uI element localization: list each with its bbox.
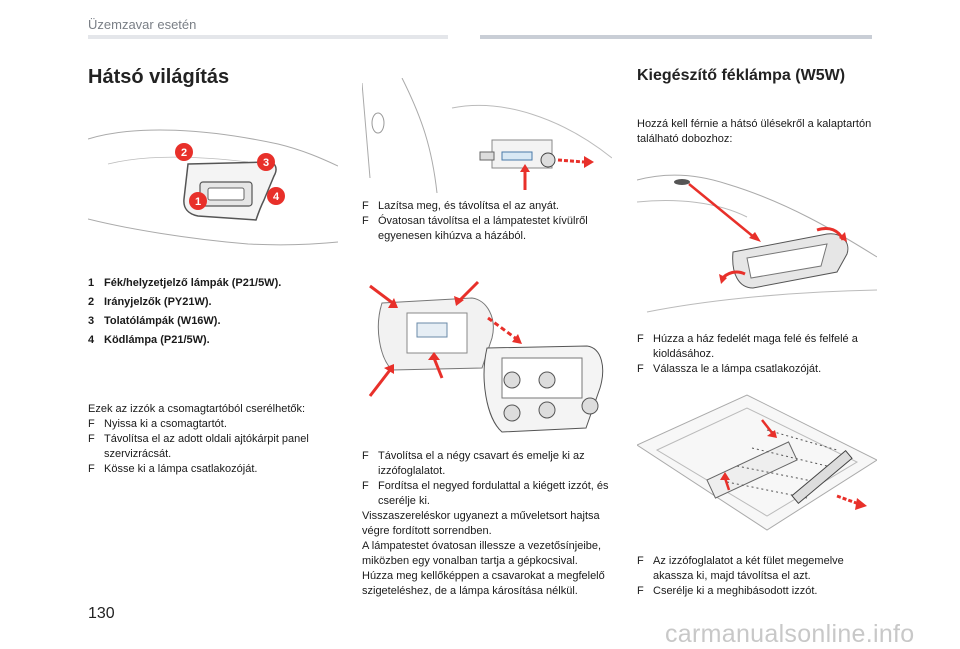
bullet-icon: F bbox=[637, 585, 644, 597]
header-bar-accent bbox=[480, 35, 872, 39]
right-intro: Hozzá kell férnie a hátsó ülésekről a ka… bbox=[637, 118, 872, 145]
bullet-icon: F bbox=[362, 215, 369, 227]
bullet-icon: F bbox=[362, 450, 369, 462]
callout-2 bbox=[175, 143, 193, 161]
lamp-body-illustration bbox=[362, 278, 614, 438]
bullet-icon: F bbox=[637, 555, 644, 567]
section-title: Üzemzavar esetén bbox=[88, 17, 197, 32]
note: A lámpatestet óvatosan illessze a vezető… bbox=[362, 540, 602, 567]
subsection-title: Kiegészítő féklámpa (W5W) bbox=[637, 67, 846, 84]
watermark: carmanualsonline.info bbox=[665, 620, 915, 648]
intro-text: Ezek az izzók a csomagtartóból cserélhet… bbox=[88, 403, 306, 415]
bullet-icon: F bbox=[88, 433, 95, 445]
callout-1-label: 1 bbox=[195, 196, 201, 208]
bullet-icon: F bbox=[637, 333, 644, 345]
rear-light-illustration: 2 3 1 4 bbox=[88, 104, 338, 259]
page-title: Hátsó világítás bbox=[88, 66, 230, 88]
bullet-icon: F bbox=[362, 480, 369, 492]
callout-3-label: 3 bbox=[263, 157, 269, 169]
callout-2-label: 2 bbox=[181, 147, 187, 159]
callout-3 bbox=[257, 153, 275, 171]
bulb-holder-illustration bbox=[637, 390, 877, 540]
note: Visszaszereléskor ugyanezt a műveletsort… bbox=[362, 510, 600, 537]
callout-4-label: 4 bbox=[273, 191, 280, 203]
bullet-icon: F bbox=[88, 463, 95, 475]
nut-removal-illustration bbox=[362, 78, 612, 193]
page-number: 130 bbox=[88, 605, 115, 622]
bullet-icon: F bbox=[362, 200, 369, 212]
third-brake-light-illustration bbox=[637, 162, 877, 316]
callout-4 bbox=[267, 187, 285, 205]
callout-1 bbox=[189, 192, 207, 210]
header-bar bbox=[88, 35, 448, 39]
bullet-icon: F bbox=[637, 363, 644, 375]
left-instructions: Ezek az izzók a csomagtartóból cserélhet… bbox=[88, 402, 340, 477]
note: Húzza meg kellőképpen a csavarokat a meg… bbox=[362, 570, 605, 597]
bullet-icon: F bbox=[88, 418, 95, 430]
